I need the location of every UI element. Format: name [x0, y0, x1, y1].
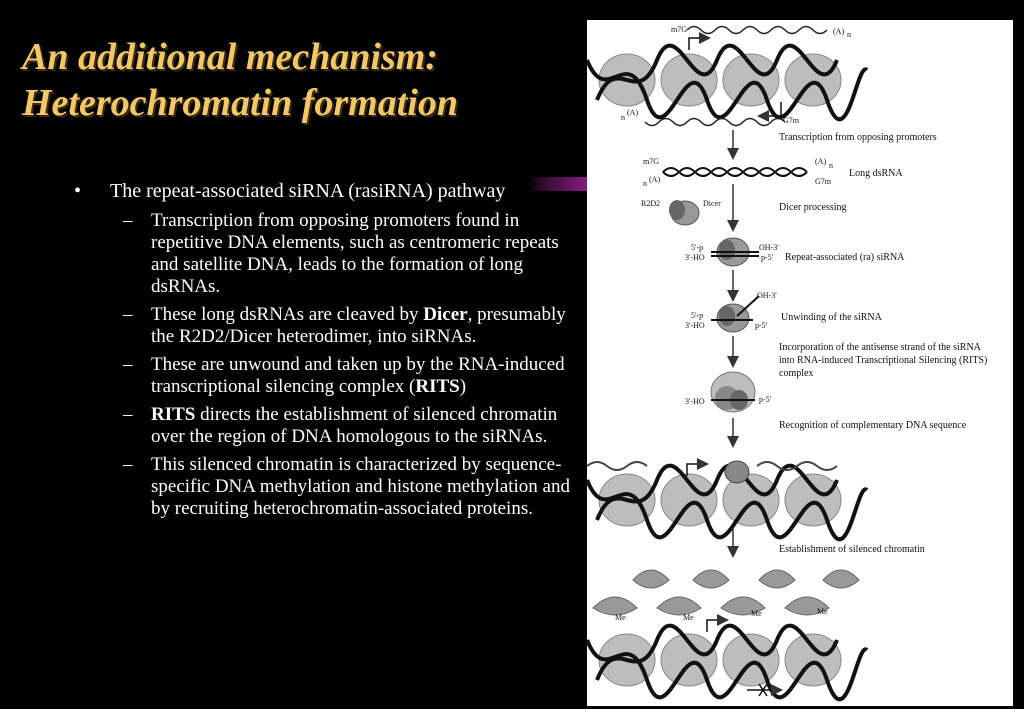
label-a-ds-right: (A)	[815, 157, 826, 166]
long-dsrna	[662, 167, 808, 177]
main-bullet-text: The repeat-associated siRNA (rasiRNA) pa…	[110, 180, 506, 202]
sub-bullet-4: – RITS directs the establishment of sile…	[110, 404, 572, 448]
label-5p-2: 5'-p	[691, 311, 703, 320]
sub-bullet-2-bold: Dicer	[423, 304, 468, 325]
label-me-1: Me	[615, 613, 626, 622]
label-dicer: Dicer	[703, 199, 721, 208]
label-3ho-3: 3'-HO	[685, 397, 705, 406]
label-m7g-top: m7G	[671, 25, 687, 34]
sub-bullet-3-post: )	[459, 376, 467, 397]
label-n-bottom: n	[621, 113, 625, 122]
dash-mark: –	[123, 454, 133, 475]
r2d2-dicer-complex	[669, 200, 700, 226]
label-5p-1: 5'-p	[691, 243, 703, 252]
title-line-2: Heterochromatin formation	[22, 82, 458, 124]
label-r2d2: R2D2	[641, 199, 660, 208]
label-a-bottom: (A)	[627, 108, 638, 117]
rits-complex	[710, 371, 756, 413]
step-label-5: Unwinding of the siRNA	[781, 312, 883, 323]
slide-title: An additional mechanism: Heterochromatin…	[22, 34, 582, 126]
label-5p-1b: p-5'	[761, 253, 774, 262]
label-3oh-1: OH-3'	[759, 243, 779, 252]
slide-body: • The repeat-associated siRNA (rasiRNA) …	[72, 180, 572, 526]
title-divider-bar	[528, 177, 590, 191]
dash-mark: –	[123, 304, 133, 325]
sub-bullet-5: – This silenced chromatin is characteriz…	[110, 454, 572, 520]
step-label-2: Long dsRNA	[849, 168, 903, 179]
bullet-mark: •	[74, 180, 82, 202]
sub-bullet-2-post: , presumably the R2D2/Dicer heterodimer,…	[151, 304, 566, 347]
label-g7m-ds: G7m	[815, 177, 832, 186]
sub-bullet-2-pre: These long dsRNAs are cleaved by	[151, 304, 424, 325]
sub-bullet-list: – Transcription from opposing promoters …	[72, 210, 572, 520]
step-label-3: Dicer processing	[779, 202, 846, 213]
step-label-8: Establishment of silenced chromatin	[779, 544, 925, 555]
unwinding-complex	[711, 295, 760, 333]
step-label-7: Recognition of complementary DNA sequenc…	[779, 420, 967, 431]
silenced-chromatin	[587, 569, 869, 702]
dash-mark: –	[123, 404, 133, 425]
label-m7g-ds: m7G	[643, 157, 659, 166]
sub-bullet-1-text: Transcription from opposing promoters fo…	[151, 210, 559, 297]
pathway-diagram: m7G (A) n n (A) G7m Transcription from o…	[587, 25, 987, 702]
main-bullet: • The repeat-associated siRNA (rasiRNA) …	[72, 180, 572, 203]
rasirna-pathway-figure: m7G (A) n n (A) G7m Transcription from o…	[587, 20, 1013, 706]
step-label-6-line-2: into RNA-induced Transcriptional Silenci…	[779, 355, 987, 366]
dash-mark: –	[123, 210, 133, 231]
label-3ho-2: 3'-HO	[685, 321, 705, 330]
label-me-4: Me	[817, 607, 828, 616]
label-n-top: n	[847, 30, 851, 39]
sub-bullet-3-pre: These are unwound and taken up by the RN…	[151, 354, 565, 397]
step-label-1: Transcription from opposing promoters	[779, 132, 937, 143]
label-3oh-2: OH-3'	[757, 291, 777, 300]
label-3ho-1: 3'-HO	[685, 253, 705, 262]
sub-bullet-4-bold: RITS	[151, 404, 196, 425]
sub-bullet-3: – These are unwound and taken up by the …	[110, 354, 572, 398]
dash-mark: –	[123, 354, 133, 375]
top-rna-strand	[686, 25, 828, 35]
label-n-ds-right: n	[829, 161, 833, 170]
label-5p-2b: p-5'	[755, 321, 768, 330]
step-label-4: Repeat-associated (ra) siRNA	[785, 252, 905, 263]
label-a-top: (A)	[833, 27, 844, 36]
step-label-6-line-3: complex	[779, 368, 813, 379]
sub-bullet-1: – Transcription from opposing promoters …	[110, 210, 572, 298]
sub-bullet-3-bold: RITS	[415, 376, 460, 397]
nucleosome-row-2	[587, 458, 869, 542]
label-g7m-bottom: G7m	[783, 116, 800, 125]
label-me-2: Me	[683, 613, 694, 622]
bottom-rna-strand	[644, 117, 786, 127]
sub-bullet-2: – These long dsRNAs are cleaved by Dicer…	[110, 304, 572, 348]
promoter-arrow-bottom	[757, 102, 782, 122]
label-5p-3: p-5'	[759, 395, 772, 404]
label-me-3: Me	[751, 609, 762, 618]
promoter-arrow-top	[688, 32, 711, 50]
step-label-6-line-1: Incorporation of the antisense strand of…	[779, 342, 982, 353]
sub-bullet-4-post: directs the establishment of silenced ch…	[151, 404, 558, 447]
label-a-ds-left: (A)	[649, 175, 660, 184]
ra-sirna-complex	[711, 237, 759, 267]
title-line-1: An additional mechanism:	[22, 36, 438, 78]
sub-bullet-5-text: This silenced chromatin is characterized…	[151, 454, 570, 519]
label-n-ds-left: n	[643, 179, 647, 188]
nucleosome-row-1	[587, 43, 869, 122]
